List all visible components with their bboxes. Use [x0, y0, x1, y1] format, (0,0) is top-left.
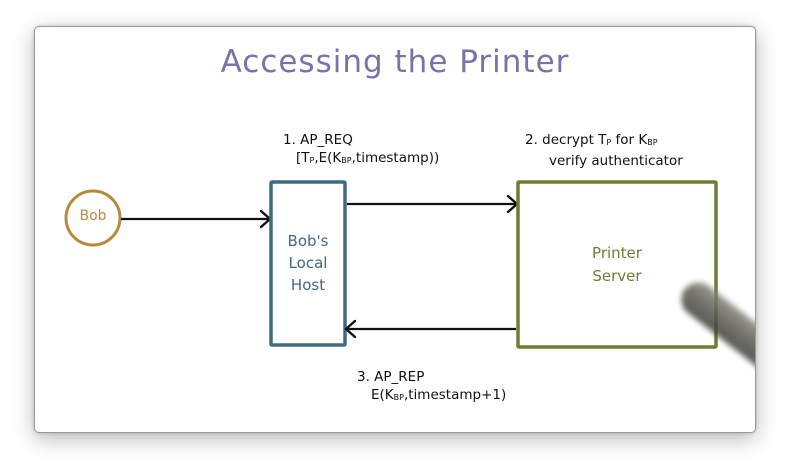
step2-sub: P [606, 138, 612, 147]
step2-sub: BP [647, 138, 658, 147]
arrow-ap-req [347, 194, 519, 214]
bob-node [64, 189, 122, 247]
printer-label: Printer Server [518, 242, 716, 288]
step1-text: [T [296, 150, 310, 166]
step3-title: 3. AP_REP [357, 369, 425, 385]
step3-text: ,timestamp+1) [403, 387, 507, 403]
step1-sub: P [309, 156, 315, 165]
host-label-line: Local [288, 254, 328, 272]
step3-message: E(KBP,timestamp+1) [357, 386, 506, 407]
step1-message: [TP,E(KBP,timestamp)) [283, 149, 439, 170]
step3-label: 3. AP_REP E(KBP,timestamp+1) [357, 368, 506, 407]
step2-text: for K [611, 132, 648, 148]
step1-label: 1. AP_REQ [TP,E(KBP,timestamp)) [283, 131, 439, 170]
step2-line2: verify authenticator [549, 153, 683, 169]
step2-text: 2. decrypt T [525, 132, 607, 148]
arrow-bob-to-host [121, 209, 272, 229]
host-label: Bob's Local Host [271, 230, 345, 296]
printer-node [516, 180, 718, 349]
host-label-line: Bob's [287, 232, 329, 250]
printer-label-line: Server [592, 267, 642, 285]
host-node [269, 180, 347, 347]
step1-text: ,E(K [314, 150, 342, 166]
step2-label: 2. decrypt TP for KBP verify authenticat… [525, 131, 683, 170]
arrow-ap-rep [344, 319, 516, 339]
step2-line1: 2. decrypt TP for KBP [525, 131, 683, 152]
host-label-line: Host [290, 276, 326, 294]
bob-label: Bob [79, 208, 107, 224]
printer-label-line: Printer [592, 244, 642, 262]
step1-title: 1. AP_REQ [283, 132, 353, 148]
step1-text: ,timestamp)) [351, 150, 440, 166]
step3-text: E(K [371, 387, 394, 403]
diagram-canvas [64, 180, 718, 349]
diagram-title: Accessing the Printer [220, 44, 570, 80]
video-frame: Accessing the Printer Bob Bob's Local Ho… [34, 26, 756, 433]
step3-sub: BP [393, 393, 404, 402]
step1-sub: BP [341, 156, 352, 165]
